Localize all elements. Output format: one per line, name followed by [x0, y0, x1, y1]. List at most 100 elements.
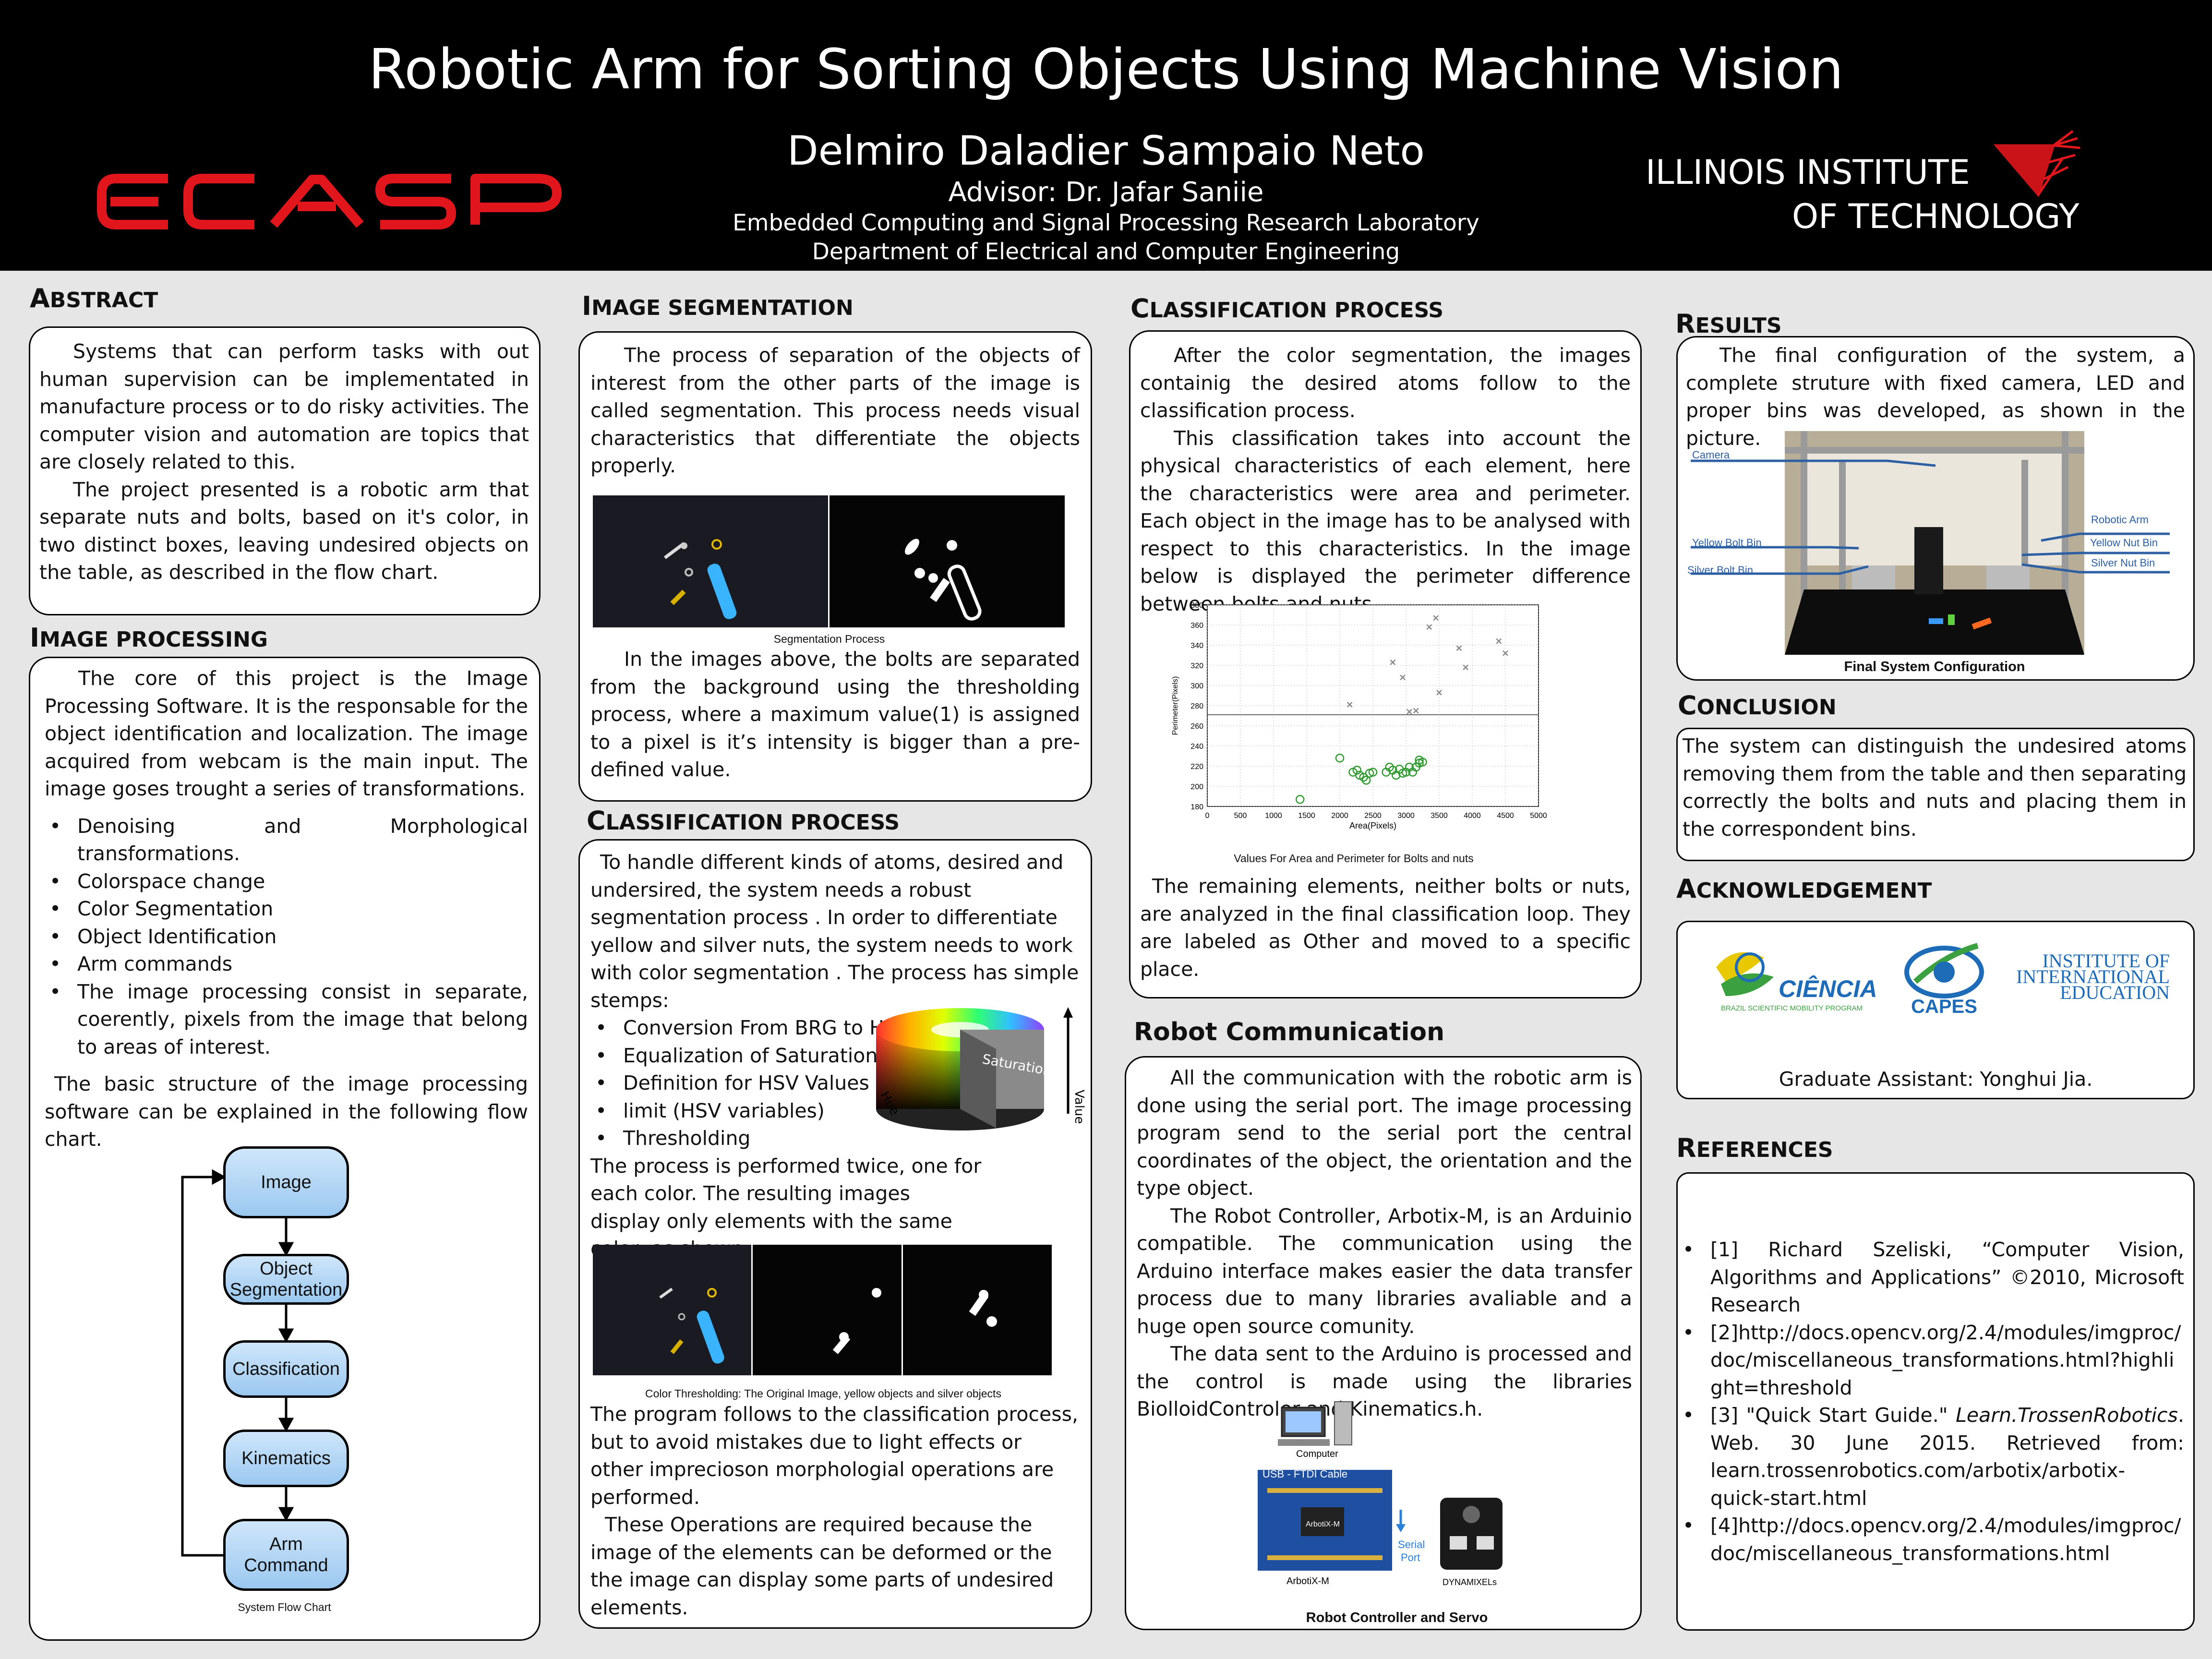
scatter-point-nut: [1352, 766, 1362, 775]
segmentation-heading: IMAGE SEGMENTATION: [582, 291, 854, 321]
x-tick-label: 1500: [1298, 812, 1315, 820]
capes-text: CAPES: [1911, 996, 1977, 1017]
scatter-point-nut: [1335, 753, 1345, 763]
x-axis-label: Area(Pixels): [1349, 821, 1396, 830]
scatter-point-bolt: [1456, 645, 1462, 651]
flow-node-classification: Classification: [223, 1340, 349, 1398]
iit-logo: ILLINOIS INSTITUTE OF TECHNOLOGY: [1646, 130, 2080, 236]
conclusion-heading: CONCLUSION: [1678, 690, 1837, 721]
results-heading: RESULTS: [1675, 309, 1782, 339]
servo-label: DYNAMIXELs: [1443, 1577, 1497, 1587]
chart-caption: Values For Area and Perimeter for Bolts …: [1234, 852, 1474, 865]
classification-heading-left: CLASSIFICATION PROCESS: [587, 805, 900, 836]
photo-callout-lines: [1691, 459, 2170, 575]
flow-chart-caption: System Flow Chart: [238, 1601, 331, 1613]
scatter-point-bolt: [1426, 624, 1432, 630]
computer-icon: [1278, 1401, 1352, 1446]
scatter-point-bolt: [1390, 659, 1396, 665]
capes-logo: CAPES: [1904, 943, 1984, 1017]
board-label: ArbotiX-M: [1286, 1576, 1329, 1587]
classification-right-text-2: The remaining elements, neither bolts or…: [1140, 875, 1631, 981]
institution-line2: OF TECHNOLOGY: [1792, 197, 2080, 236]
x-tick-label: 2500: [1364, 812, 1382, 820]
flow-node-arm-command: Arm Command: [223, 1519, 349, 1591]
conclusion-box: [1676, 728, 2195, 861]
graduate-assistant-line: Graduate Assistant: Yonghui Jia.: [1779, 1068, 2093, 1091]
image-processing-heading: IMAGE PROCESSING: [30, 623, 268, 653]
reference-item-3: [3] "Quick Start Guide." Learn.TrossenRo…: [1678, 1402, 2184, 1512]
hsv-steps-list: Conversion From BRG to HSV Equalization …: [590, 1014, 926, 1153]
y-tick-label: 340: [1190, 642, 1203, 650]
abstract-box: [29, 326, 541, 615]
scatter-point-nut: [1359, 772, 1368, 782]
abstract-paragraph-1: Systems that can perform tasks with out …: [39, 340, 529, 473]
threshold-original-image: [593, 1245, 751, 1375]
list-item: Equalization of Saturation: [590, 1042, 926, 1070]
final-system-photo: [1785, 431, 2084, 655]
list-item: Conversion From BRG to HSV: [590, 1014, 926, 1042]
list-item: Color Segmentation: [45, 895, 528, 923]
author-name: Delmiro Daladier Sampaio Neto: [787, 127, 1425, 174]
classification-left-text-2: The program follows to the classificatio…: [590, 1403, 1078, 1619]
iie-line2: INTERNATIONAL: [2016, 966, 2170, 987]
y-tick-label: 300: [1190, 682, 1203, 690]
abstract-text: Systems that can perform tasks with out …: [39, 338, 529, 587]
list-item: The image processing consist in separate…: [45, 978, 528, 1061]
institute-of-international-education-logo: INSTITUTE OF INTERNATIONAL EDUCATION: [2016, 950, 2170, 1003]
threshold-silver-image: [903, 1245, 1052, 1375]
ciencia-sem-fronteiras-logo: CIÊNCIA BRAZIL SCIENTIFIC MOBILITY PROGR…: [1716, 952, 1877, 1012]
segmentation-text-2: In the images above, the bolts are separ…: [590, 648, 1080, 781]
reference-item-1: [1] Richard Szeliski, “Computer Vision, …: [1678, 1236, 2184, 1319]
y-tick-label: 320: [1190, 662, 1203, 670]
segmentation-thresholded-image: [830, 495, 1065, 627]
x-tick-label: 2000: [1331, 812, 1348, 820]
flow-node-kinematics: Kinematics: [223, 1430, 349, 1487]
y-tick-label: 280: [1190, 702, 1203, 710]
value-label: Value: [1072, 1090, 1086, 1124]
scatter-point-bolt: [1463, 664, 1469, 671]
list-item: Colorspace change: [45, 868, 528, 896]
robot-controller-caption: Robot Controller and Servo: [1306, 1610, 1488, 1625]
x-tick-label: 0: [1205, 812, 1210, 820]
ecasp-logo: [97, 174, 562, 229]
y-tick-label: 260: [1190, 722, 1203, 731]
abstract-paragraph-2: The project presented is a robotic arm t…: [39, 478, 529, 584]
y-axis-label: Perimeter(Pixels): [1171, 676, 1179, 735]
segmentation-caption: Segmentation Process: [773, 633, 885, 645]
y-tick-label: 380: [1190, 601, 1203, 610]
serial-port-label-2: Port: [1401, 1551, 1420, 1563]
segmentation-original-image: [593, 495, 828, 627]
yellow-nut-bin-label: Yellow Nut Bin: [2090, 537, 2158, 549]
scatter-point-bolt: [1436, 689, 1442, 696]
x-tick-label: 4500: [1497, 812, 1514, 820]
x-tick-label: 1000: [1265, 812, 1282, 820]
references-heading: REFERENCES: [1676, 1133, 1833, 1163]
y-tick-label: 240: [1190, 743, 1203, 751]
list-item: Object Identification: [45, 923, 528, 951]
y-tick-label: 360: [1190, 622, 1203, 630]
image-processing-bullets: Denoising and Morphological transformati…: [45, 813, 528, 1061]
poster-title: Robotic Arm for Sorting Objects Using Ma…: [368, 37, 1844, 102]
abstract-heading: ABSTRACT: [30, 283, 158, 313]
x-tick-label: 500: [1234, 812, 1247, 820]
acknowledgement-heading: ACKNOWLEDGEMENT: [1676, 874, 1932, 904]
scatter-point-bolt: [1346, 702, 1353, 708]
list-item: Definition for HSV Values: [590, 1070, 926, 1097]
results-text: The final configuration of the system, a…: [1686, 344, 2185, 450]
dynamixel-servo-icon: [1440, 1498, 1503, 1570]
scatter-point-nut: [1295, 795, 1305, 804]
scatter-point-bolt: [1433, 615, 1439, 621]
x-tick-label: 5000: [1530, 812, 1547, 820]
flow-chart-connectors: [181, 1169, 294, 1557]
ciencia-text: CIÊNCIA: [1779, 975, 1877, 1002]
y-tick-label: 200: [1190, 783, 1203, 791]
x-tick-label: 3500: [1431, 812, 1448, 820]
x-tick-label: 3000: [1397, 812, 1415, 820]
scatter-point-nut: [1418, 757, 1427, 767]
classification-box-left: [578, 839, 1092, 1629]
silver-nut-bin-label: Silver Nut Bin: [2091, 557, 2155, 569]
robot-controller-diagram: Computer USB - FTDI Cable ArbotiX-M Arbo…: [1258, 1401, 1503, 1587]
silver-bolt-bin-label: Silver Bolt Bin: [1687, 564, 1753, 576]
scatter-point-nut: [1361, 776, 1371, 785]
